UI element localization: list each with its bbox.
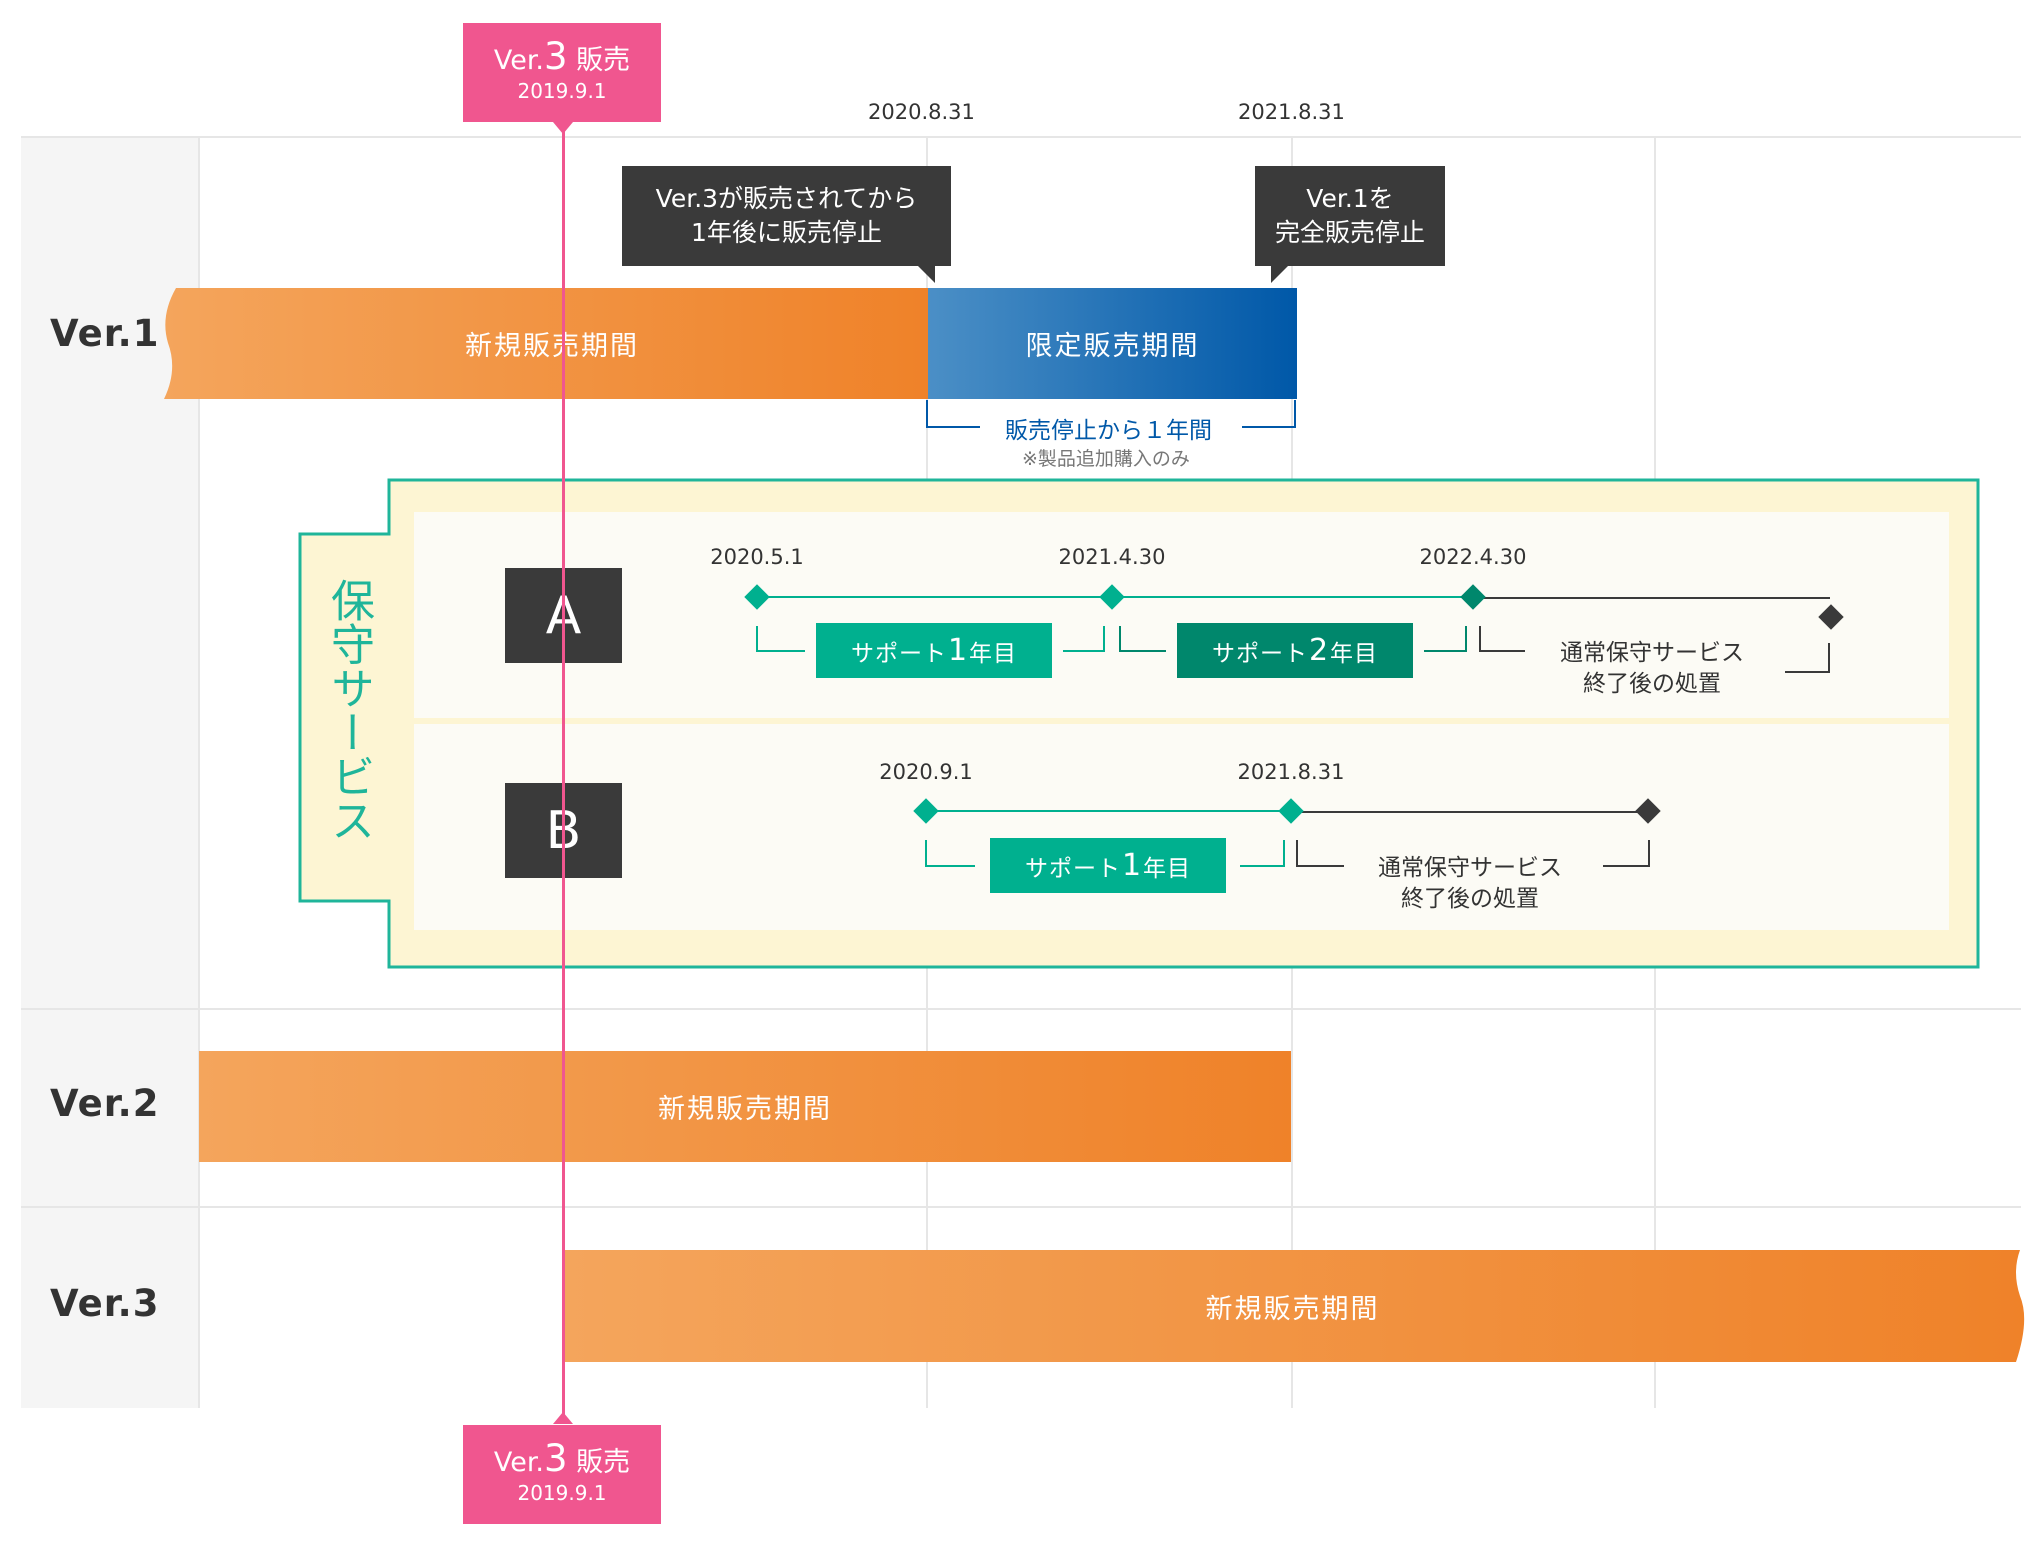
callout-full-stop-line2: 完全販売停止 (1274, 218, 1425, 247)
marker-top-prefix: Ver. (493, 45, 545, 76)
plan-b-support-year1-suffix: 年目 (1143, 855, 1192, 882)
limited-note-label: 販売停止から１年間 (1005, 418, 1212, 444)
plan-a-support-year1-num: 1 (947, 633, 969, 668)
marker-top-date: 2019.9.1 (517, 79, 607, 103)
plan-b-milestone-start (913, 798, 939, 824)
grid-col-1 (198, 138, 200, 1408)
maintenance-title: 保守サービス (323, 578, 374, 842)
plan-b-support-year1-prefix: サポート (1024, 855, 1121, 882)
plan-a-support-year2-prefix: サポート (1211, 640, 1308, 667)
label-column-ver3 (21, 1208, 199, 1408)
callout-stop-sales-line1: Ver.3が販売されてから (655, 184, 918, 213)
label-column-ver2 (21, 1010, 199, 1206)
version-label-2: Ver.2 (50, 1082, 160, 1125)
callout-full-stop-line1: Ver.1を (1306, 184, 1394, 213)
grid-line-row1 (21, 1008, 2021, 1010)
marker-bottom-prefix: Ver. (493, 1447, 545, 1478)
plan-a-end-text-line2: 終了後の処置 (1583, 671, 1721, 697)
plan-a-date-3: 2022.4.30 (1419, 545, 1527, 569)
plan-a-end-text: 通常保守サービス 終了後の処置 (1532, 638, 1772, 700)
marker-top-suffix: 販売 (567, 45, 631, 76)
plan-b-date-1: 2020.9.1 (879, 760, 973, 784)
plan-a-support-year2-suffix: 年目 (1330, 640, 1379, 667)
marker-top-num: 3 (544, 35, 568, 78)
marker-bottom-num: 3 (544, 1437, 568, 1480)
ver1-sales-bar-shape (164, 288, 928, 399)
ver3-sales-bar-shape (565, 1250, 2025, 1362)
ver3-release-marker-top: Ver.3 販売 2019.9.1 (463, 23, 661, 122)
version-label-1: Ver.1 (50, 312, 160, 355)
limited-period-label: 限定販売期間 (1025, 331, 1200, 362)
ver3-release-line (562, 122, 565, 1422)
marker-bottom-date: 2019.9.1 (517, 1481, 607, 1505)
plan-a-panel (414, 512, 1949, 718)
plan-a-support-year1-suffix: 年目 (969, 640, 1018, 667)
ver1-limited-sales-bar: 限定販売期間 (928, 288, 1297, 399)
ver3-release-marker-bottom: Ver.3 販売 2019.9.1 (463, 1425, 661, 1524)
plan-b-end-text-line1: 通常保守サービス (1378, 855, 1562, 881)
limited-note-sub: ※製品追加購入のみ (1022, 448, 1190, 470)
callout-stop-sales-line2: 1年後に販売停止 (691, 218, 882, 247)
grid-line-row2 (21, 1206, 2021, 1208)
header-date-2020-8-31: 2020.8.31 (868, 100, 975, 124)
plan-a-end-text-line1: 通常保守サービス (1560, 640, 1744, 666)
callout-stop-sales: Ver.3が販売されてから 1年後に販売停止 (622, 166, 951, 283)
plan-b-date-2: 2021.8.31 (1237, 760, 1345, 784)
plan-b-support-year1-num: 1 (1121, 848, 1143, 883)
plan-a-date-1: 2020.5.1 (710, 545, 804, 569)
label-column-ver1 (21, 138, 199, 1008)
ver2-sales-period-label: 新規販売期間 (658, 1094, 832, 1125)
plan-a-milestone-start (744, 584, 770, 610)
grid-line-top (21, 136, 2021, 138)
plan-b-end-text-line2: 終了後の処置 (1401, 886, 1539, 912)
plan-b-end-text: 通常保守サービス 終了後の処置 (1350, 853, 1590, 915)
plan-a-support-year1-prefix: サポート (850, 640, 947, 667)
header-date-2021-8-31: 2021.8.31 (1238, 100, 1345, 124)
ver3-sales-period-label: 新規販売期間 (1205, 1293, 1380, 1325)
ver2-sales-bar: 新規販売期間 (199, 1051, 1291, 1162)
plan-b-panel (414, 724, 1949, 930)
marker-bottom-suffix: 販売 (567, 1447, 631, 1478)
callout-full-stop: Ver.1を完全販売停止 (1255, 166, 1445, 283)
plan-a-date-2: 2021.4.30 (1058, 545, 1166, 569)
plan-a-support-year2-num: 2 (1308, 633, 1330, 668)
ver1-sales-period-label: 新規販売期間 (465, 331, 639, 362)
version-label-3: Ver.3 (50, 1282, 160, 1325)
